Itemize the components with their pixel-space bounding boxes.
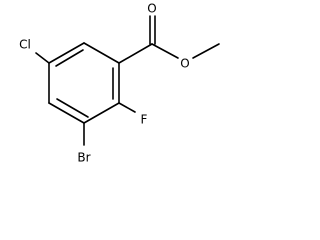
bond-c2-f bbox=[118, 102, 136, 113]
bond-c5-cl bbox=[35, 52, 50, 64]
atom-label-ester-oxygen: O bbox=[180, 57, 189, 71]
molecule-drawing: Cl F Br O O bbox=[19, 2, 220, 165]
bond-carbonyl-carbon-ester-o bbox=[151, 43, 179, 59]
ring-bond-c6-c1 bbox=[83, 42, 120, 64]
ring-double-bond-inner-2 bbox=[56, 98, 89, 118]
atom-label-bromine: Br bbox=[77, 151, 90, 165]
atom-label-chlorine: Cl bbox=[19, 38, 31, 52]
bond-ester-o-methyl bbox=[192, 43, 220, 59]
atom-label-carbonyl-oxygen: O bbox=[147, 2, 156, 16]
ring-bond-c3-c4 bbox=[48, 102, 85, 124]
ring-bond-c2-c3 bbox=[83, 102, 120, 124]
atom-label-fluorine: F bbox=[141, 113, 148, 127]
ring-double-bond-inner-3 bbox=[55, 49, 84, 67]
structure-canvas: Cl F Br O O bbox=[19, 1, 220, 165]
bond-c1-carbonyl-carbon bbox=[118, 43, 153, 64]
ring-bond-c5-c6 bbox=[48, 42, 85, 64]
